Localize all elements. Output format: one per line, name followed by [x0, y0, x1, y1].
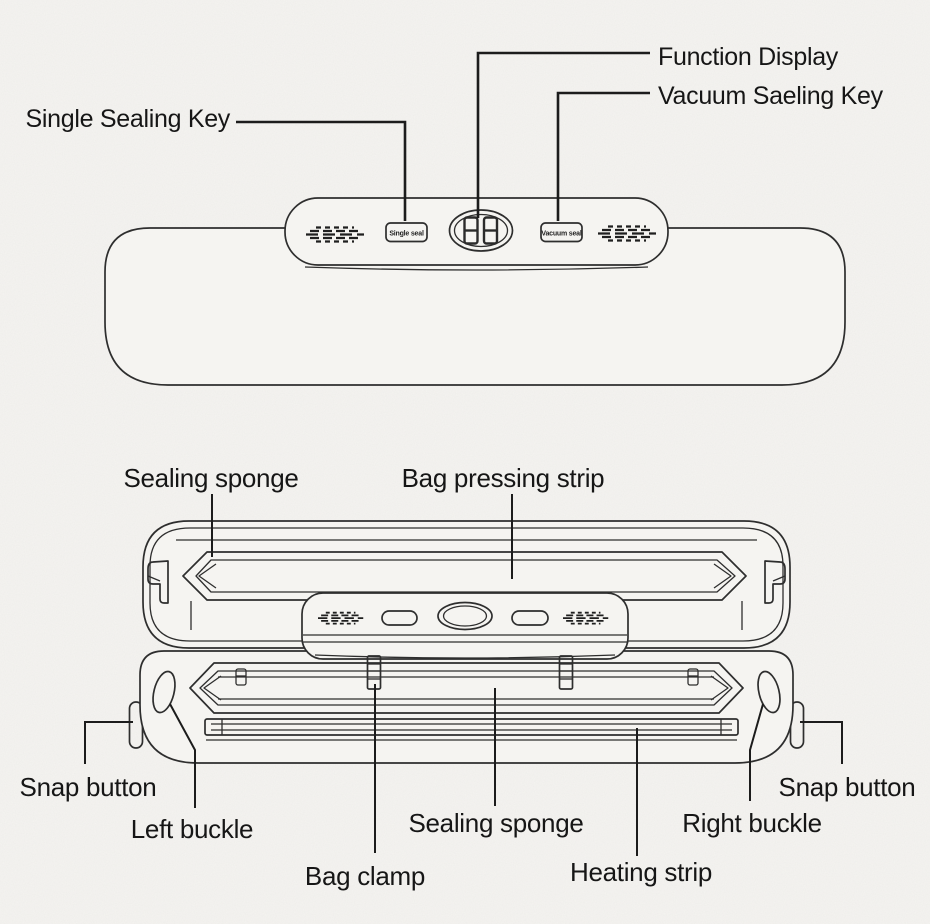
- buckle-slot-right: [757, 670, 781, 714]
- seven-segment-digits-icon: [463, 216, 499, 245]
- sealing-sponge-strip: [189, 662, 744, 714]
- panel-button-left: [381, 610, 418, 626]
- buckle-slot-left: [152, 670, 176, 714]
- label-snap-button-left: Snap button: [20, 772, 157, 802]
- panel-display-window: [437, 601, 493, 631]
- panel-display-window-inner: [442, 605, 488, 627]
- label-right-buckle: Right buckle: [682, 808, 821, 838]
- label-single-sealing-key: Single Sealing Key: [26, 105, 231, 133]
- control-panel-edge: [304, 266, 649, 271]
- vacuum-seal-button: Vacuum seal: [540, 222, 583, 243]
- latch-hook-left: [147, 560, 169, 604]
- leader-function-display: [476, 51, 650, 218]
- label-snap-button-right: Snap button: [779, 772, 916, 802]
- bag-clamp-post-right: [558, 655, 574, 690]
- bag-pressing-strip: [182, 551, 747, 601]
- single-seal-button-label: Single seal: [389, 231, 424, 238]
- label-bag-pressing-strip: Bag pressing strip: [402, 463, 605, 493]
- leader-snap-button-left: [84, 721, 133, 764]
- vacuum-seal-button-label: Vacuum seal: [541, 231, 581, 238]
- label-function-display: Function Display: [658, 43, 839, 71]
- leader-right-buckle: [749, 703, 764, 801]
- label-sealing-sponge-base: Sealing sponge: [408, 808, 583, 838]
- base-shell: [139, 650, 794, 764]
- leader-snap-button-right: [800, 721, 843, 764]
- leader-vacuum-sealing-key: [556, 91, 650, 221]
- top-view-machine: Single seal Vacuum seal: [104, 197, 846, 386]
- heating-strip: [204, 718, 739, 741]
- leader-single-sealing-key: [236, 120, 407, 221]
- bag-clamp-peg-right: [687, 668, 699, 686]
- label-sealing-sponge-lid: Sealing sponge: [123, 463, 298, 493]
- leader-left-buckle: [169, 703, 196, 808]
- function-display: [448, 209, 514, 252]
- panel-button-right: [511, 610, 549, 626]
- label-vacuum-sealing-key: Vacuum Saeling Key: [658, 82, 884, 110]
- bag-clamp-peg-left: [235, 668, 247, 686]
- latch-hook-right: [764, 560, 786, 604]
- single-seal-button: Single seal: [385, 222, 428, 243]
- machine-base: [128, 650, 805, 764]
- label-left-buckle: Left buckle: [131, 814, 253, 844]
- label-heating-strip: Heating strip: [570, 857, 712, 887]
- machine-body-top: [104, 227, 846, 386]
- lid-inner-rim: [149, 527, 784, 642]
- front-control-panel: [301, 592, 629, 660]
- label-bag-clamp: Bag clamp: [305, 861, 425, 891]
